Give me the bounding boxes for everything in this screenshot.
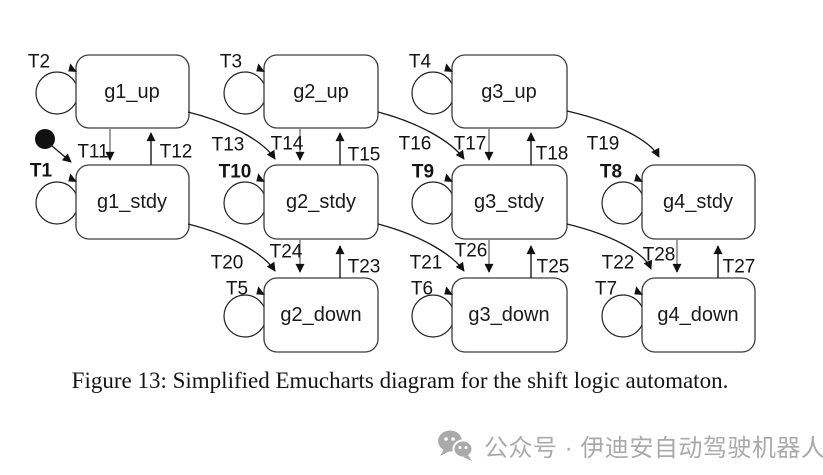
transition-label-t20: T20 [210,252,244,274]
curved-arrows [187,110,660,272]
transition-label-t23: T23 [347,256,381,278]
transition-label-t5: T5 [225,278,249,300]
self-loop-t3 [223,71,267,115]
transition-label-t3: T3 [219,51,243,73]
transition-label-t16: T16 [398,133,432,155]
self-loop-arrowheads [68,63,643,295]
transition-t21-curve [377,223,465,272]
wechat-icon [438,430,474,461]
self-loop-arrowhead-t4 [444,63,453,72]
self-loop-t5 [223,294,267,338]
self-loop-arrowhead-t8 [634,173,643,182]
state-label-g4-stdy: g4_stdy [662,191,734,213]
self-loop-t2 [35,71,79,115]
self-loop-t9 [411,181,455,225]
transition-label-t13: T13 [211,134,245,156]
transition-label-t27: T27 [722,256,756,278]
state-label-g3-up: g3_up [481,81,537,103]
state-label-g1-stdy: g1_stdy [96,191,168,213]
self-loop-arrowhead-t9 [444,173,453,182]
up-arrows [146,132,723,278]
state-box-g3-stdy [451,164,568,240]
self-loop-arrowhead-t10 [256,173,265,182]
transition-label-t19: T19 [586,133,620,155]
state-box-g3-up [451,54,568,129]
transition-label-t6: T6 [410,278,434,300]
transition-label-t21: T21 [409,252,443,274]
state-box-g2-up [263,54,379,129]
self-loop-t10 [223,181,267,225]
transition-t16-curve [377,111,465,160]
self-loop-arrowhead-t7 [634,286,643,295]
self-loop-arrowhead-t5 [256,286,265,295]
transition-label-t7: T7 [594,278,618,300]
transition-t20-curve [187,223,276,272]
state-label-g2-up: g2_up [293,81,349,103]
watermark: 公众号 · 伊迪安自动驾驶机器人 [437,428,823,463]
state-boxes [75,54,756,353]
transition-label-t9: T9 [411,161,435,183]
state-box-g4-stdy [641,164,756,240]
state-label-g1-up: g1_up [104,81,160,103]
initial-state-arrow [51,145,72,163]
transition-label-t22: T22 [601,252,635,274]
state-label-g4-down: g4_down [657,304,739,326]
transition-label-t15: T15 [347,144,381,166]
transition-label-t24: T24 [269,241,303,263]
self-loop-arrowhead-t2 [68,63,77,72]
transition-t19-curve [566,110,660,158]
initial-state-dot [35,129,55,149]
state-label-g3-down: g3_down [468,304,550,326]
state-box-g2-down [263,277,379,353]
transition-label-t11: T11 [77,141,109,163]
transition-t13-curve [187,111,276,160]
state-box-g2-stdy [263,164,379,240]
transition-label-t17: T17 [453,133,487,155]
transition-label-t8: T8 [599,161,623,183]
state-label-g2-stdy: g2_stdy [285,191,357,213]
state-box-g3-down [451,277,568,353]
state-label-g3-stdy: g3_stdy [473,191,545,213]
initial-state-marker [35,129,72,163]
transition-label-t12: T12 [159,141,193,163]
self-loop-t8 [601,181,645,225]
transition-label-t26: T26 [454,240,488,262]
self-loop-arrowhead-t1 [68,173,77,182]
self-loop-t7 [601,294,645,338]
self-loop-t6 [411,294,455,338]
self-loop-t4 [411,71,455,115]
state-machine-diagram [35,54,756,353]
self-loop-arrowhead-t3 [256,63,265,72]
transition-label-t28: T28 [642,244,676,266]
transition-label-t14: T14 [270,133,304,155]
down-arrows [105,129,682,273]
transition-label-t18: T18 [535,143,569,165]
transition-label-t2: T2 [27,51,51,73]
state-label-g2-down: g2_down [280,304,362,326]
figure-caption: Figure 13: Simplified Emucharts diagram … [71,368,729,393]
watermark-text: 公众号 · 伊迪安自动驾驶机器人 [484,435,823,462]
state-box-g1-stdy [75,164,190,240]
transition-label-t1: T1 [29,160,53,182]
transition-t22-curve [566,223,653,270]
state-box-g1-up [75,54,190,129]
self-loop-t1 [35,181,79,225]
state-box-g4-down [641,277,756,353]
transition-label-t25: T25 [536,256,570,278]
transition-label-t10: T10 [218,161,252,183]
transition-label-t4: T4 [408,51,432,73]
self-loop-arrowhead-t6 [444,286,453,295]
